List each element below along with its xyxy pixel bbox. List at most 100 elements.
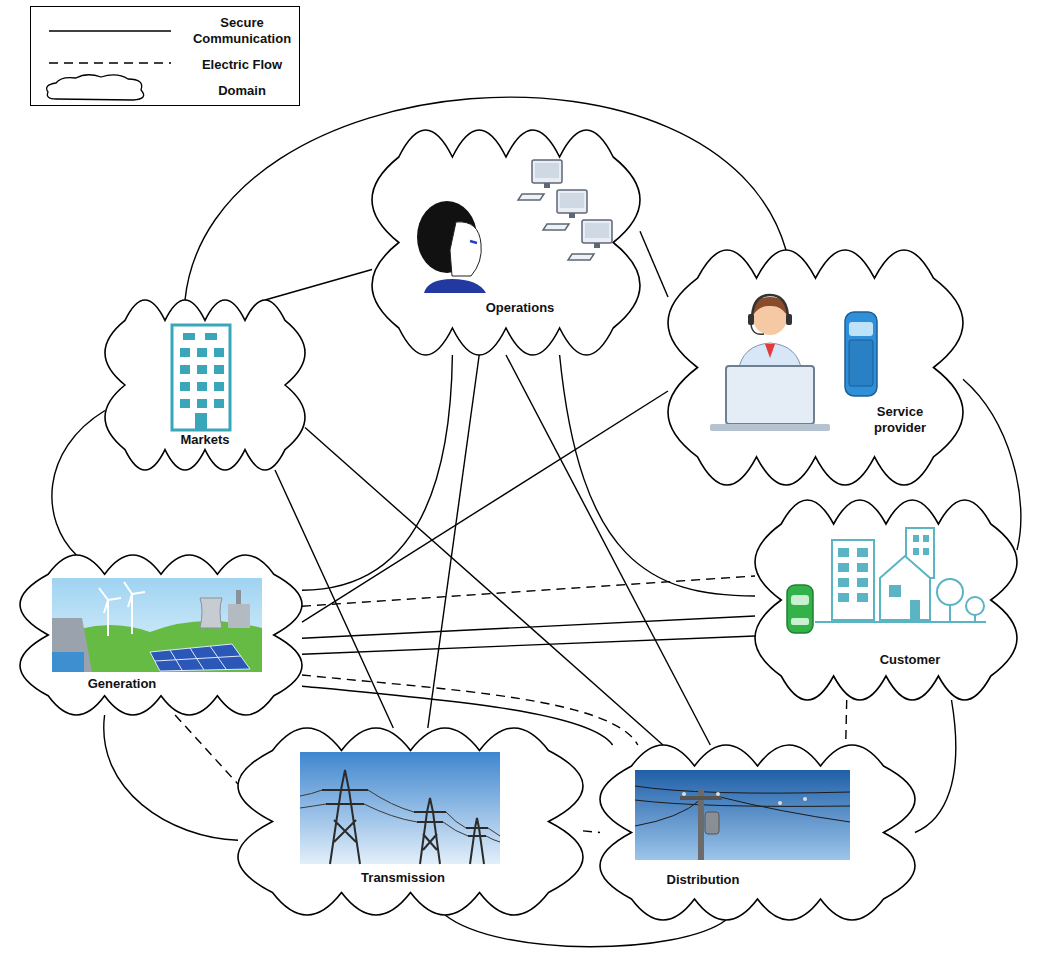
cloud-outline [20,555,302,715]
customer-buildings-part [913,548,919,555]
computer-icons-part [543,224,569,230]
operator-figure-part [424,279,486,293]
customer-buildings-part [906,528,934,578]
domain-cloud: Markets [105,300,305,470]
customer-buildings-part [857,548,868,557]
cloud-outline [238,728,583,915]
distribution-picture-part-part [635,786,850,793]
cloud-outline [372,130,640,355]
customer-buildings-part [910,600,920,620]
service-van [845,312,877,396]
customer-buildings-part [838,548,849,557]
generation-picture-part [236,590,241,604]
operator-figure [417,201,486,293]
market-building-part [197,399,207,408]
market-building-part [180,348,190,357]
generation-picture-part [52,621,262,672]
computer-icons-part [585,223,609,238]
communication-line [302,391,668,622]
legend-row: Secure Communication [189,15,295,47]
domain-label: Customer [880,652,941,668]
generation-picture-part [52,578,262,672]
generation-picture-part [52,618,92,672]
communication-line [52,411,105,556]
service-van-part [849,340,873,386]
service-agent-figure-part [753,301,787,335]
domain-label: Service provider [864,404,936,436]
computer-icons-part [544,183,550,188]
service-agent-figure-part [726,366,814,424]
transmission-picture-part [300,752,500,864]
customer-buildings-part [913,535,919,542]
market-building-part [214,382,224,391]
distribution-picture-part [705,812,719,834]
market-building-part [197,365,207,374]
service-agent-figure-part [751,324,764,334]
communication-line [302,616,755,638]
transmission-picture-part-part [300,804,500,842]
domain-label: Distribution [667,872,740,888]
service-agent-figure-part [710,424,830,431]
market-building-part [214,365,224,374]
service-agent-figure-part [738,343,802,372]
customer-buildings-part [857,593,868,602]
domain-label: Operations [486,300,555,316]
generation-picture-part [124,582,145,607]
market-building-part [195,413,207,430]
legend-label: Domain [218,83,266,99]
market-building-part [197,382,207,391]
operator-figure-part [417,201,477,273]
customer-buildings-part [923,548,929,555]
market-building-part [183,333,195,340]
communication-line [445,915,726,947]
distribution-picture-part [698,790,704,860]
market-building-part [180,365,190,374]
cloud-outline [668,250,963,485]
domain-label: Generation [88,676,157,692]
legend-row: Electric Flow [189,55,295,73]
cloud-outline [755,500,1017,700]
customer-buildings-part [832,540,874,620]
electric-car [787,585,813,633]
domain-cloud: Service provider [668,250,963,485]
legend-row: Domain [189,81,295,99]
cloud-shape [20,555,302,715]
generation-picture-part [155,646,241,670]
distribution-picture-part [635,786,850,826]
service-agent-figure-part [752,295,788,320]
dashed-line-sample [49,62,171,64]
distribution-picture [635,770,850,860]
domain-label: Transmission [361,870,445,886]
computer-icons-part [569,213,575,218]
market-building-part [180,382,190,391]
communication-line [428,355,479,728]
communication-line [915,700,956,833]
cloud-shape [755,500,1017,700]
computer-icons-part [582,220,612,243]
distribution-picture-part [635,770,850,860]
communication-line [302,355,452,590]
generation-picture-part [107,600,109,636]
domain-cloud: Customer [755,500,1017,700]
service-agent-figure [710,295,830,431]
generation-picture [52,578,262,672]
domain-cloud: Generation [20,555,302,715]
communication-line [640,231,668,297]
cloud-shape [238,728,583,915]
legend-box: Secure CommunicationElectric FlowDomain [30,6,300,106]
market-building-part [214,399,224,408]
cloud-outline [600,745,915,920]
communication-line [302,636,755,654]
electric-flow-line [583,831,600,833]
service-van-part [849,322,873,336]
distribution-picture-part [778,801,782,805]
computer-icons-part [568,254,594,260]
generation-picture-part [52,652,84,672]
computer-icons-part [532,160,562,183]
distribution-picture-part-part [720,797,850,822]
operator-figure-part [450,222,481,276]
electric-car-part [791,595,809,605]
transmission-picture [300,752,500,864]
market-building-part [205,333,217,340]
